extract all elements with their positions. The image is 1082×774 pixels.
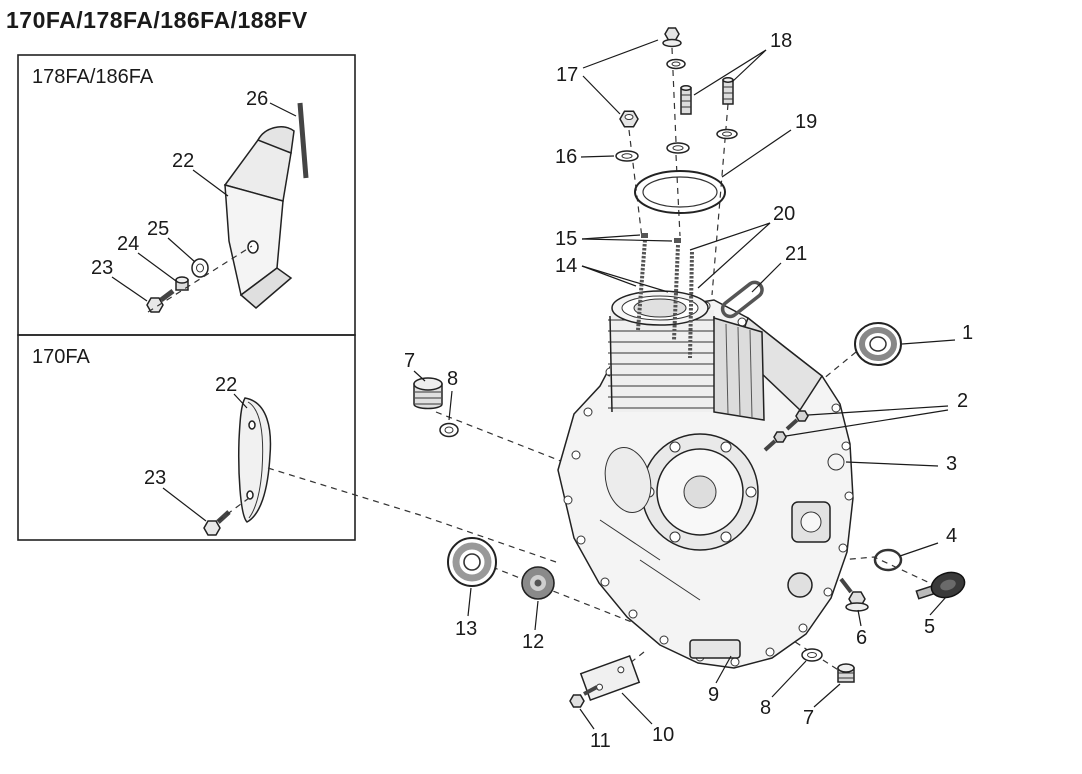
inset-label-178fa: 178FA/186FA bbox=[32, 66, 154, 88]
inset-box-178fa-186fa: 178FA/186FA 26 bbox=[17, 54, 356, 336]
inset-label-170fa: 170FA bbox=[32, 346, 90, 368]
stud-clip bbox=[674, 238, 681, 243]
stud-short bbox=[680, 85, 692, 115]
callout-25: 25 bbox=[147, 218, 169, 240]
callout-3: 3 bbox=[946, 453, 957, 475]
dipstick-part bbox=[915, 571, 966, 600]
bolt-part-2 bbox=[203, 510, 231, 536]
bearing-part bbox=[447, 537, 497, 587]
callout-20: 20 bbox=[773, 203, 795, 225]
pin-part bbox=[297, 102, 309, 179]
callout-23b: 23 bbox=[144, 467, 166, 489]
callout-10: 10 bbox=[652, 724, 674, 746]
o-ring-part bbox=[873, 548, 903, 572]
stud-clip bbox=[641, 233, 648, 238]
washer-plug-bottom bbox=[801, 648, 855, 683]
callout-21: 21 bbox=[785, 243, 807, 265]
callout-23a: 23 bbox=[91, 257, 113, 279]
top-hardware bbox=[615, 27, 738, 162]
callout-8-bottom: 8 bbox=[760, 697, 771, 719]
callout-8-left: 8 bbox=[447, 368, 458, 390]
plate-part bbox=[579, 654, 641, 702]
cylinder-studs bbox=[636, 233, 694, 359]
washer-part bbox=[191, 258, 209, 278]
wire-loop-part bbox=[720, 280, 764, 319]
callout-6: 6 bbox=[856, 627, 867, 649]
callouts: 17 18 16 19 15 14 20 21 1 2 3 7 8 4 bbox=[404, 30, 973, 752]
callout-24: 24 bbox=[117, 233, 139, 255]
page-title: 170FA/178FA/186FA/188FV bbox=[6, 7, 308, 33]
callout-19: 19 bbox=[795, 111, 817, 133]
callout-7-bottom: 7 bbox=[803, 707, 814, 729]
inset-box-170fa: 170FA 22 23 bbox=[17, 334, 356, 541]
callout-13: 13 bbox=[455, 618, 477, 640]
callout-22b: 22 bbox=[215, 374, 237, 396]
cover-plate-part bbox=[238, 397, 272, 523]
drain-bolt-part bbox=[839, 577, 869, 612]
stud-short-2 bbox=[722, 77, 734, 105]
callout-4: 4 bbox=[946, 525, 957, 547]
spacer-part bbox=[175, 276, 189, 291]
callout-26: 26 bbox=[246, 88, 268, 110]
nut-part bbox=[619, 110, 639, 128]
callout-16: 16 bbox=[555, 146, 577, 168]
plug-washer-left bbox=[413, 377, 459, 438]
flange-bolt bbox=[664, 27, 680, 41]
oil-seal-part bbox=[854, 322, 902, 366]
assembly-axis-line bbox=[267, 467, 557, 563]
callout-18: 18 bbox=[770, 30, 792, 52]
callout-14: 14 bbox=[555, 255, 577, 277]
callout-5: 5 bbox=[924, 616, 935, 638]
bracket-part bbox=[223, 126, 295, 309]
case-bolts bbox=[763, 410, 809, 452]
callout-12: 12 bbox=[522, 631, 544, 653]
callout-7-left: 7 bbox=[404, 350, 415, 372]
gasket-part bbox=[634, 170, 726, 214]
callout-1: 1 bbox=[962, 322, 973, 344]
seal-cap-part bbox=[521, 566, 555, 600]
callout-15: 15 bbox=[555, 228, 577, 250]
plate-bolt-part bbox=[569, 685, 598, 708]
callout-9: 9 bbox=[708, 684, 719, 706]
callout-11: 11 bbox=[590, 730, 611, 752]
crankcase-body bbox=[557, 299, 854, 669]
callout-17: 17 bbox=[556, 64, 578, 86]
callout-2: 2 bbox=[957, 390, 968, 412]
callout-22a: 22 bbox=[172, 150, 194, 172]
bolt-part bbox=[146, 289, 175, 313]
